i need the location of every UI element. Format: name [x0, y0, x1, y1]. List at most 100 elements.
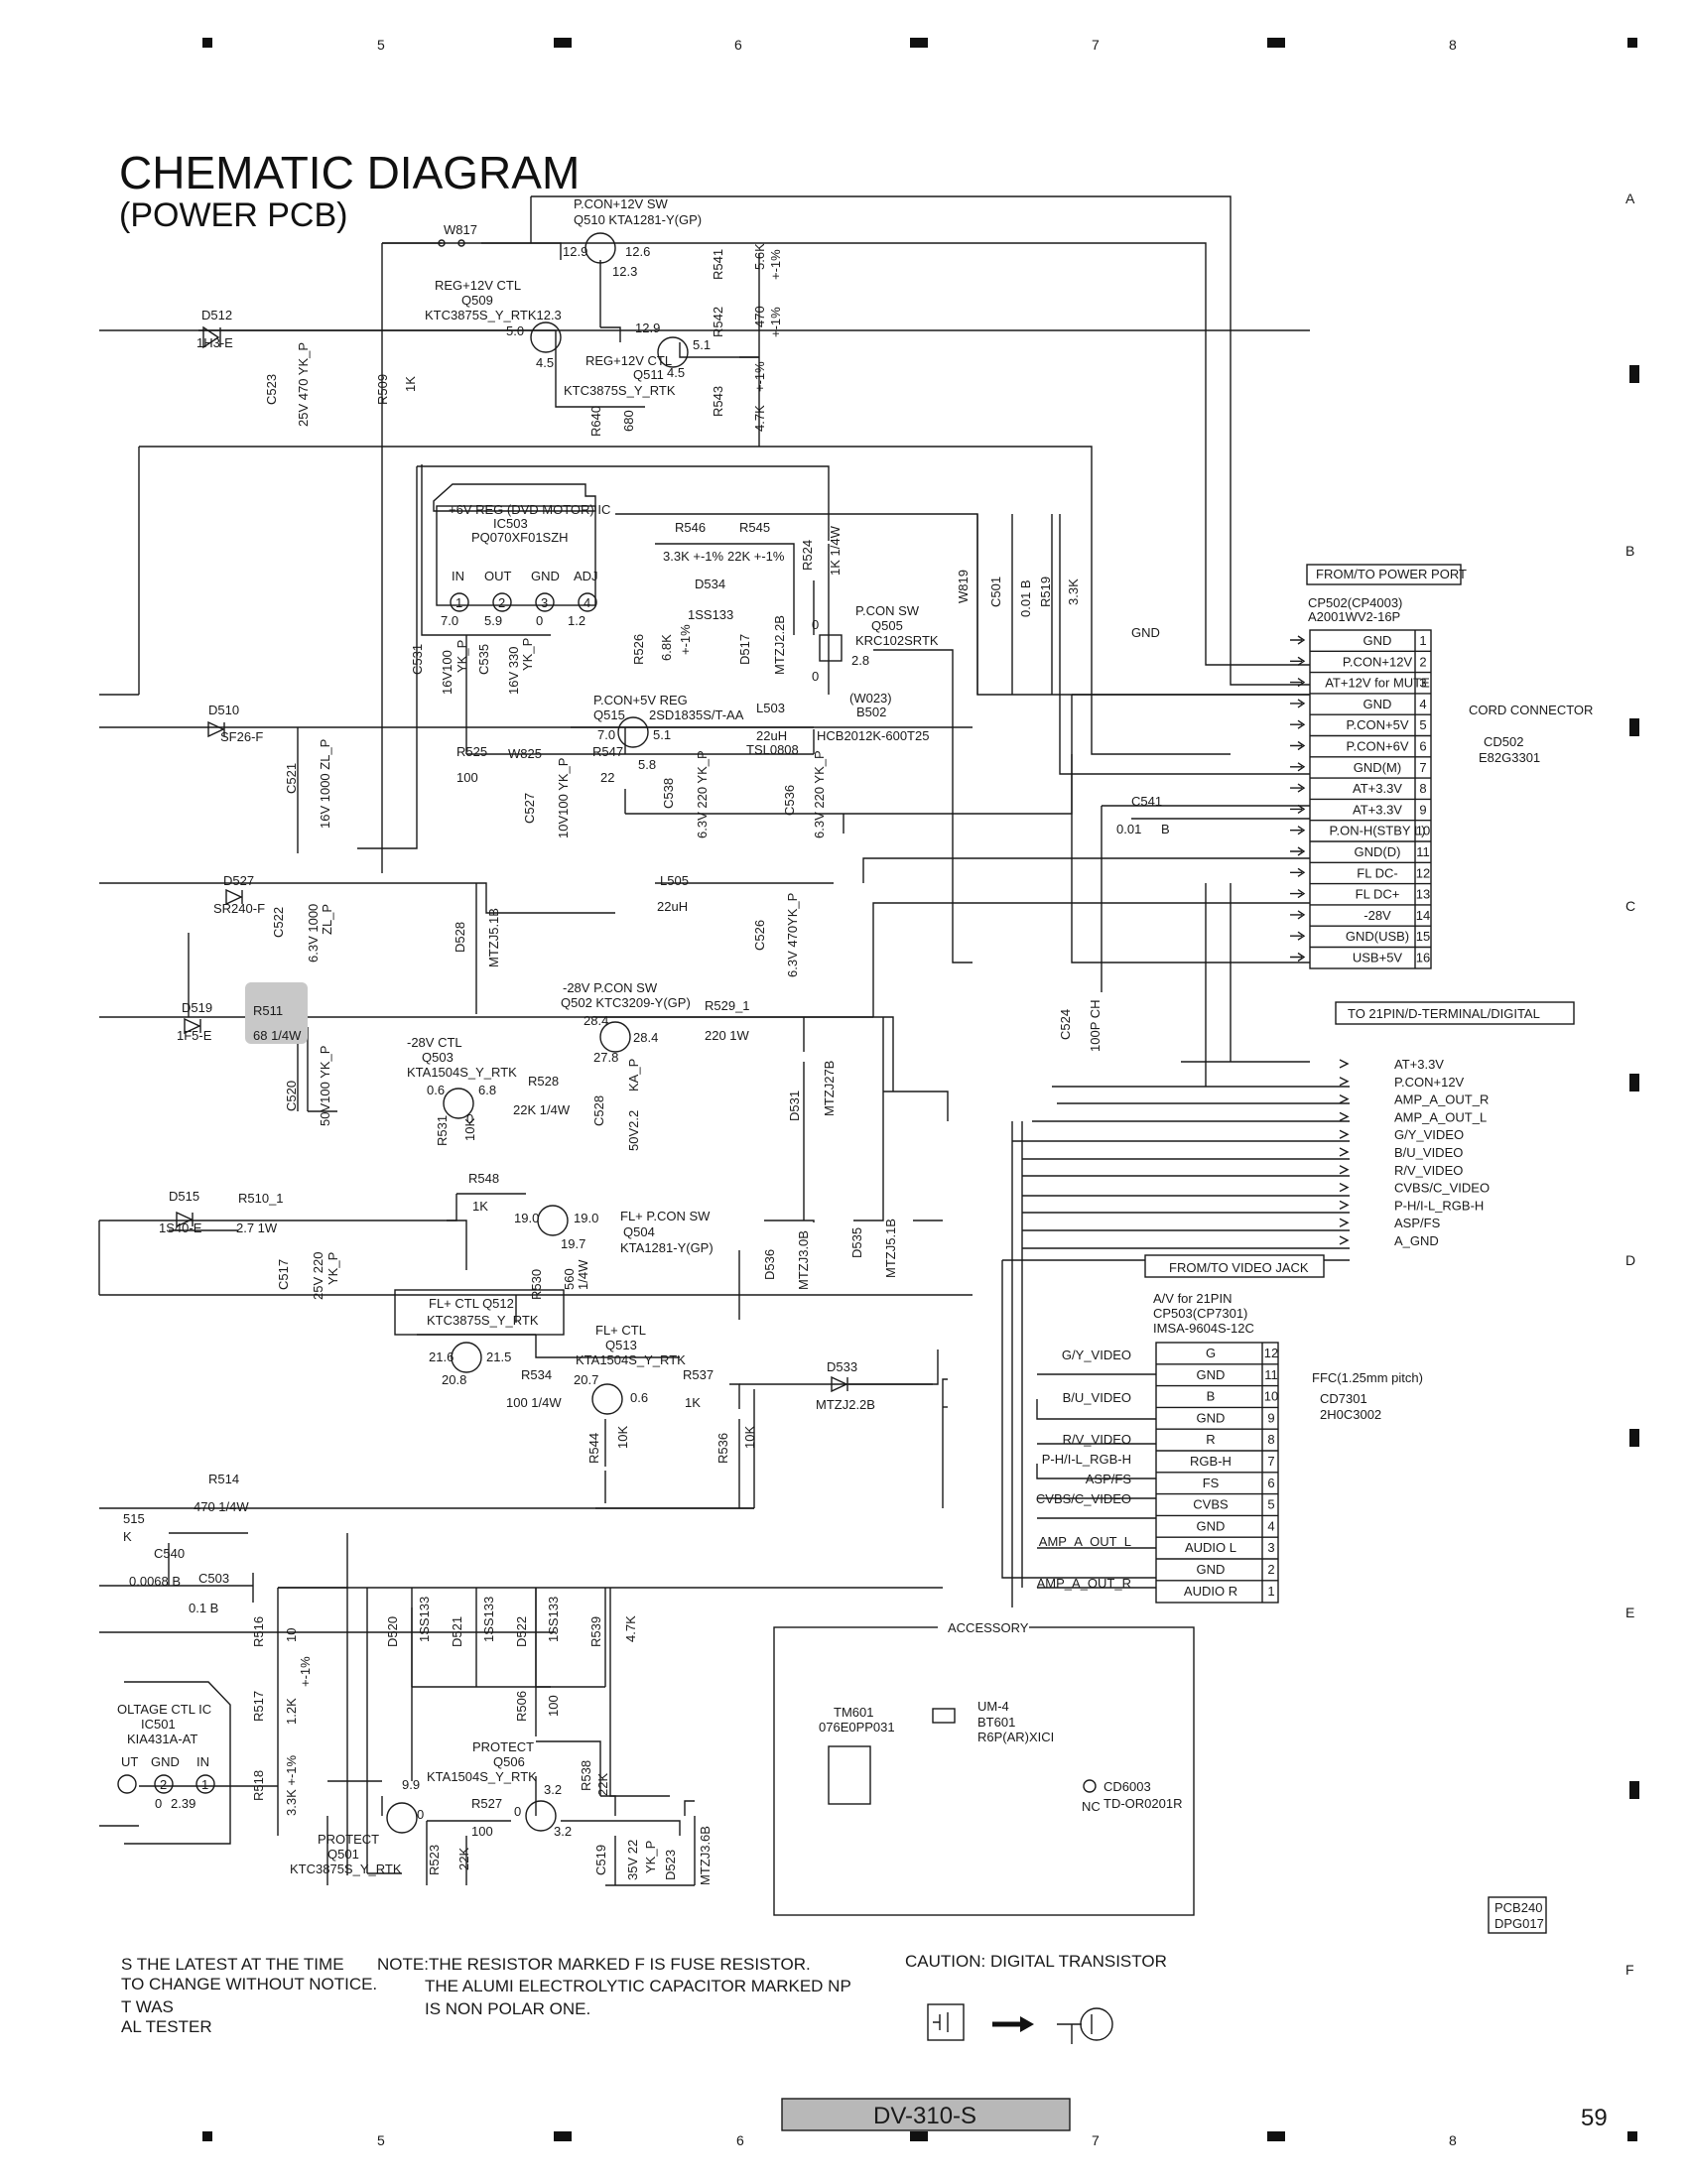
ic501-title: OLTAGE CTL IC: [117, 1702, 211, 1717]
r516-name: R516: [251, 1616, 266, 1647]
q505-id: Q505: [871, 618, 903, 633]
q506-v2: 3.2: [544, 1782, 562, 1797]
q510-v3: 12.3: [612, 264, 637, 279]
q515-v3: 5.8: [638, 757, 656, 772]
q515-part: 2SD1835S/T-AA: [649, 707, 744, 722]
d531-name: D531: [787, 1091, 802, 1121]
video-jack-signal: R/V_VIDEO: [1063, 1432, 1131, 1447]
power-port-pin-num: 16: [1416, 951, 1430, 965]
c524-name: C524: [1058, 1009, 1073, 1040]
c517-type: YK_P: [325, 1252, 340, 1285]
ic501-id: IC501: [141, 1717, 176, 1732]
signal-arrow-icon: [1339, 1093, 1350, 1104]
accessory-header: ACCESSORY: [948, 1620, 1029, 1635]
power-port-pin-arrow-icon: [1290, 952, 1306, 963]
video-jack-pin-label: AUDIO L: [1185, 1540, 1236, 1555]
ic503-v-gnd: 0: [536, 613, 543, 628]
power-port-pin-arrow-icon: [1290, 867, 1306, 877]
d522-name: D522: [514, 1616, 529, 1647]
c503-name: C503: [198, 1571, 229, 1586]
r511-value: 68 1/4W: [253, 1028, 302, 1043]
r506-name: R506: [514, 1691, 529, 1722]
r519-value: 3.3K: [1066, 578, 1081, 605]
c541-name: C541: [1131, 794, 1162, 809]
r541-name: R541: [711, 249, 725, 280]
signal-arrow-icon: [1339, 1059, 1350, 1069]
d520-part: 1SS133: [417, 1597, 432, 1642]
c538-name: C538: [661, 778, 676, 809]
power-port-pin-arrow-icon: [1290, 740, 1306, 751]
svg-text:2: 2: [498, 595, 505, 610]
d533-part: MTZJ2.2B: [816, 1397, 875, 1412]
q506-v1: 0: [514, 1804, 521, 1819]
video-jack-pin-label: G: [1206, 1346, 1216, 1360]
signal-arrow-icon: [1339, 1129, 1350, 1139]
pcb-code-2: DPG017: [1494, 1916, 1544, 1931]
r534-value: 100 1/4W: [506, 1395, 562, 1410]
page-title: CHEMATIC DIAGRAM: [119, 147, 580, 198]
video-jack-pin-label: FS: [1203, 1476, 1220, 1490]
q503-v3: 0: [466, 1111, 473, 1126]
q515-transistor-symbol: [617, 716, 649, 748]
power-port-pin-arrow-icon: [1290, 762, 1306, 772]
q515-v2: 5.1: [653, 727, 671, 742]
grid-row-a: A: [1625, 191, 1635, 206]
grid-row-e: E: [1625, 1605, 1634, 1620]
r543-value: 4.7K: [752, 405, 767, 432]
power-port-pin-label: P.CON+12V: [1343, 654, 1413, 669]
q511-v1: 12.9: [635, 321, 660, 335]
grid-row-f: F: [1625, 1962, 1634, 1978]
q505-name: P.CON SW: [855, 603, 920, 618]
d521-name: D521: [450, 1616, 464, 1647]
terminal-21pin-signal: B/U_VIDEO: [1394, 1145, 1463, 1160]
w819-label: W819: [956, 570, 971, 603]
ic503-pin-gnd: GND: [531, 569, 560, 583]
video-jack: FROM/TO VIDEO JACK A/V for 21PIN CP503(C…: [1144, 1254, 1423, 1604]
ic503-title: +6V REG (DVD MOTOR) IC: [449, 502, 610, 517]
c523-name: C523: [264, 374, 279, 405]
r509-value: 1K: [403, 376, 418, 392]
d517-part: MTZJ2.2B: [772, 615, 787, 675]
c536-value: 6.3V 220 YK_P: [812, 750, 827, 838]
q501-id: Q501: [327, 1847, 359, 1862]
c526-value: 6.3V 470YK_P: [785, 893, 800, 977]
video-jack-pin-label: GND: [1197, 1562, 1226, 1577]
notes: S THE LATEST AT THE TIME TO CHANGE WITHO…: [121, 1952, 1167, 2044]
grid-col-6-bottom: 6: [736, 2132, 744, 2148]
q515-v1: 7.0: [597, 727, 615, 742]
video-jack-pin-label: GND: [1197, 1367, 1226, 1382]
q501-part: KTC3875S_Y_RTK: [290, 1862, 402, 1876]
grid-col-5-bottom: 5: [377, 2132, 385, 2148]
c528-type: KA_P: [626, 1059, 641, 1092]
video-jack-pin-num: 6: [1267, 1476, 1274, 1490]
q504-name: FL+ P.CON SW: [620, 1209, 711, 1223]
q509-part: KTC3875S_Y_RTK12.3: [425, 308, 562, 322]
terminal-21pin-signal: AMP_A_OUT_L: [1394, 1109, 1487, 1124]
r527-name: R527: [471, 1796, 502, 1811]
note-mid-3: IS NON POLAR ONE.: [425, 1999, 590, 2018]
q501-transistor-symbol: [386, 1802, 418, 1834]
ic503-pin-out: OUT: [484, 569, 512, 583]
signal-arrow-icon: [1339, 1235, 1350, 1245]
d535-part: MTZJ5.1B: [883, 1219, 898, 1278]
tm601-part: 076E0PP031: [819, 1720, 895, 1734]
power-port-pin-arrow-icon: [1290, 910, 1306, 920]
q505-v3: 0: [812, 669, 819, 684]
svg-text:1: 1: [201, 1777, 208, 1792]
power-port-pin-num: 3: [1419, 676, 1426, 691]
power-port-header: FROM/TO POWER PORT: [1316, 567, 1467, 581]
r526-value: 6.8K: [659, 634, 674, 661]
cd6003-symbol: [1083, 1779, 1097, 1793]
d523-part: MTZJ3.6B: [698, 1826, 713, 1885]
q501-name: PROTECT: [318, 1832, 379, 1847]
r524-name: R524: [800, 540, 815, 571]
protect-section: R514 470 1/4W 515 K C540 0.0068 B C503 0…: [117, 1472, 713, 1885]
video-jack-conn-1: A/V for 21PIN: [1153, 1291, 1232, 1306]
q511-id: Q511: [633, 367, 664, 382]
d521-part: 1SS133: [481, 1597, 496, 1642]
q515-id: Q515: [593, 707, 625, 722]
tm601-name: TM601: [834, 1705, 873, 1720]
power-port-pin-label: P.CON+5V: [1347, 717, 1409, 732]
video-jack-pin-num: 2: [1267, 1562, 1274, 1577]
video-jack-signal: CVBS/C_VIDEO: [1036, 1491, 1131, 1506]
